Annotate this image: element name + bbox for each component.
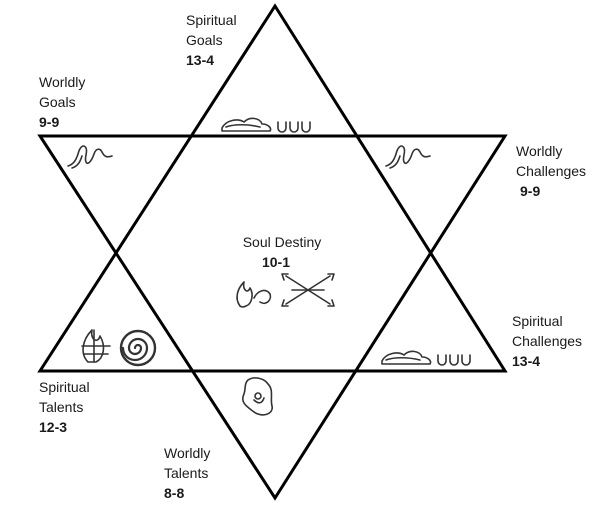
label-line: Worldly (164, 445, 211, 461)
label-worldly-goals: Worldly Goals 9-9 (39, 72, 85, 132)
label-spiritual-talents: Spiritual Talents 12-3 (39, 377, 90, 437)
label-worldly-challenges: Worldly Challenges 9-9 (516, 141, 586, 201)
cloud-wave-icon (221, 117, 311, 133)
label-number: 13-4 (512, 353, 541, 369)
label-line: Spiritual (39, 379, 90, 395)
label-line: Spiritual (186, 12, 237, 28)
label-number: 8-8 (164, 485, 185, 501)
label-spiritual-challenges: Spiritual Challenges 13-4 (512, 311, 582, 371)
downward-triangle (37, 134, 508, 501)
label-line: Worldly (39, 74, 86, 90)
label-line: Talents (164, 465, 209, 481)
serpent-icon (67, 145, 113, 169)
label-number: 10-1 (261, 254, 291, 270)
label-line: Soul Destiny (242, 234, 322, 250)
label-line: Spiritual (512, 313, 563, 329)
label-spiritual-goals: Spiritual Goals 13-4 (186, 10, 237, 70)
label-number: 13-4 (186, 52, 215, 68)
crossed-arrows-icon (281, 273, 335, 307)
label-worldly-talents: Worldly Talents 8-8 (164, 443, 210, 503)
serpent-icon (385, 145, 431, 169)
upward-triangle (37, 3, 508, 373)
label-soul-destiny: Soul Destiny 10-1 (222, 232, 342, 272)
flame-icon (236, 281, 272, 308)
label-number: 12-3 (39, 419, 68, 435)
label-line: Goals (186, 32, 223, 48)
blob-icon (241, 377, 273, 416)
label-line: Worldly (516, 143, 563, 159)
label-line: Challenges (512, 333, 583, 349)
label-number: 9-9 (39, 114, 60, 130)
spiral-icon (119, 329, 157, 367)
label-line: Goals (39, 94, 76, 110)
label-line: Challenges (516, 163, 587, 179)
label-number: 9-9 (520, 183, 541, 199)
flame-icon (81, 329, 111, 363)
cloud-wave-icon (381, 350, 471, 366)
label-line: Talents (39, 399, 84, 415)
